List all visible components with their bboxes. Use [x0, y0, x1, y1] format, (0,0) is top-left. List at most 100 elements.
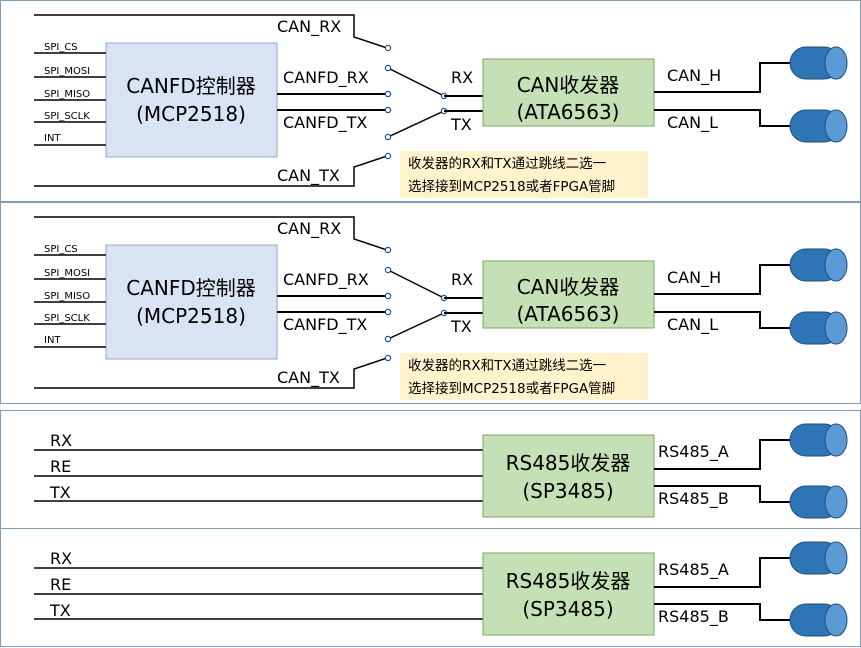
- transceiver-part: (SP3485): [522, 479, 613, 503]
- can-h-label: CAN_H: [667, 66, 721, 86]
- rx-label: RX: [50, 549, 72, 568]
- transceiver-name: RS485收发器: [506, 569, 631, 593]
- rs485-a-connector: [789, 423, 848, 457]
- can-h-connector: [789, 46, 848, 80]
- transceiver-name: CAN收发器: [517, 73, 620, 97]
- rs485-b-wire: [654, 485, 790, 503]
- can-l-label: CAN_L: [667, 113, 718, 133]
- canfd-tx-label: CANFD_TX: [283, 113, 367, 133]
- transceiver-name: RS485收发器: [506, 451, 631, 475]
- can-h-label: CAN_H: [667, 268, 721, 288]
- controller-part: (MCP2518): [136, 304, 246, 328]
- pin-label-spi-mosi: SPI_MOSI: [44, 66, 90, 77]
- can-tx-wire: [34, 357, 388, 389]
- rs485-transceiver-box: [482, 434, 655, 518]
- pin-label-spi-cs: SPI_CS: [44, 42, 78, 53]
- can-h-wire: [654, 62, 790, 93]
- rx-label: RX: [451, 68, 473, 87]
- note-line-2: 选择接到MCP2518或者FPGA管脚: [408, 178, 615, 195]
- jumper-contact: [384, 44, 392, 52]
- can-rx-wire: [34, 216, 388, 251]
- can-l-wire: [654, 311, 790, 329]
- can-rx-label: CAN_RX: [277, 219, 341, 239]
- can-h-connector: [789, 248, 848, 282]
- can-panel-2: CANFD控制器 (MCP2518) SPI_CS SPI_MOSI SPI_M…: [0, 202, 861, 404]
- canfd-controller-box: [105, 244, 278, 360]
- pin-label-spi-cs: SPI_CS: [44, 244, 78, 255]
- tx-label: TX: [450, 317, 472, 336]
- can-l-connector: [789, 109, 848, 143]
- tx-jumper-arm: [387, 110, 445, 138]
- rs485-b-label: RS485_B: [658, 607, 729, 627]
- rs485-a-wire: [654, 439, 790, 470]
- can-tx-wire: [34, 155, 388, 187]
- tx-label: TX: [450, 115, 472, 134]
- note-line-1: 收发器的RX和TX通过跳线二选一: [408, 156, 606, 172]
- can-l-wire: [654, 109, 790, 127]
- rs485-b-connector: [789, 603, 848, 637]
- jumper-contact: [384, 335, 392, 343]
- controller-part: (MCP2518): [136, 102, 246, 126]
- can-transceiver-box: [482, 260, 655, 329]
- pin-label-spi-miso: SPI_MISO: [44, 291, 90, 302]
- canfd-rx-label: CANFD_RX: [283, 68, 369, 88]
- rx-jumper-arm: [387, 67, 445, 97]
- tx-jumper-arm: [387, 312, 445, 340]
- canfd-rx-label: CANFD_RX: [283, 270, 369, 290]
- can-panel-1: CANFD控制器 (MCP2518) SPI_CS SPI_MOSI SPI_M…: [0, 0, 861, 202]
- pin-label-spi-sclk: SPI_SCLK: [44, 313, 90, 324]
- transceiver-name: CAN收发器: [517, 275, 620, 299]
- jumper-contact: [384, 90, 392, 98]
- jumper-note-box: [400, 353, 648, 400]
- rs485-b-connector: [789, 485, 848, 519]
- rs485-a-label: RS485_A: [658, 560, 729, 580]
- rs485-panel-2: RX RE TX RS485收发器 (SP3485) RS485_A RS485…: [0, 528, 861, 647]
- pin-label-spi-sclk: SPI_SCLK: [44, 111, 90, 122]
- jumper-contact: [384, 133, 392, 141]
- rs485-transceiver-box: [482, 552, 655, 636]
- can-l-connector: [789, 311, 848, 345]
- rs485-a-wire: [654, 557, 790, 588]
- controller-name: CANFD控制器: [126, 74, 256, 98]
- pin-label-spi-miso: SPI_MISO: [44, 89, 90, 100]
- transceiver-part: (SP3485): [522, 597, 613, 621]
- tx-label: TX: [49, 601, 71, 620]
- can-rx-wire: [34, 14, 388, 49]
- re-label: RE: [50, 575, 71, 594]
- jumper-contact: [384, 152, 392, 160]
- jumper-contact: [384, 354, 392, 362]
- rs485-b-wire: [654, 603, 790, 621]
- rx-label: RX: [451, 270, 473, 289]
- rx-label: RX: [50, 431, 72, 450]
- rx-jumper-arm: [387, 269, 445, 299]
- can-l-label: CAN_L: [667, 315, 718, 335]
- rs485-a-label: RS485_A: [658, 442, 729, 462]
- jumper-contact: [384, 106, 392, 114]
- jumper-contact: [384, 292, 392, 300]
- pin-label-int: INT: [44, 335, 61, 346]
- can-transceiver-box: [482, 58, 655, 127]
- rs485-a-connector: [789, 541, 848, 575]
- pin-label-int: INT: [44, 133, 61, 144]
- canfd-controller-box: [105, 42, 278, 158]
- re-label: RE: [50, 457, 71, 476]
- can-rx-label: CAN_RX: [277, 17, 341, 37]
- jumper-contact: [384, 246, 392, 254]
- jumper-contact: [384, 266, 392, 274]
- rs485-b-label: RS485_B: [658, 489, 729, 509]
- can-h-wire: [654, 264, 790, 295]
- pin-label-spi-mosi: SPI_MOSI: [44, 268, 90, 279]
- rs485-panel-1: RX RE TX RS485收发器 (SP3485) RS485_A RS485…: [0, 410, 861, 529]
- canfd-tx-label: CANFD_TX: [283, 315, 367, 335]
- note-line-1: 收发器的RX和TX通过跳线二选一: [408, 358, 606, 374]
- can-tx-label: CAN_TX: [277, 368, 340, 388]
- controller-name: CANFD控制器: [126, 276, 256, 300]
- jumper-contact: [384, 64, 392, 72]
- transceiver-part: (ATA6563): [517, 100, 620, 124]
- note-line-2: 选择接到MCP2518或者FPGA管脚: [408, 380, 615, 397]
- tx-label: TX: [49, 483, 71, 502]
- can-tx-label: CAN_TX: [277, 166, 340, 186]
- jumper-contact: [384, 308, 392, 316]
- jumper-note-box: [400, 151, 648, 198]
